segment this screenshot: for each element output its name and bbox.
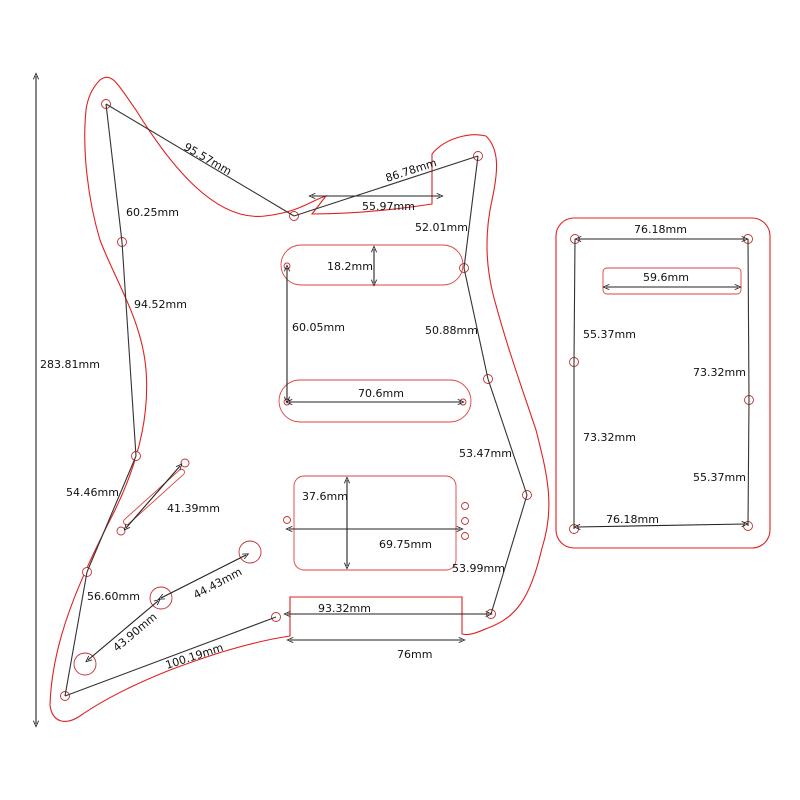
back-plate-dimension-labels: 76.18mm 59.6mm 55.37mm 73.32mm 73.32mm 5…	[583, 223, 746, 526]
hole-hum-r2	[461, 517, 469, 525]
bp-bottom-width: 76.18mm	[606, 513, 659, 526]
dim-43-90: 43.90mm	[111, 610, 160, 654]
dim-60-25: 60.25mm	[126, 206, 179, 219]
dim-56-60: 56.60mm	[87, 590, 140, 603]
dim-70-6: 70.6mm	[358, 387, 404, 400]
pickguard-outline	[49, 76, 550, 722]
dim-37-6: 37.6mm	[302, 490, 348, 503]
dim-55-97: 55.97mm	[362, 200, 415, 213]
bp-top-width: 76.18mm	[634, 223, 687, 236]
dim-94-52: 94.52mm	[134, 298, 187, 311]
pickup-route-humbucker	[293, 475, 457, 571]
hole-hum-left	[283, 516, 291, 524]
bp-right-lower: 55.37mm	[693, 471, 746, 484]
dim-69-75: 69.75mm	[379, 538, 432, 551]
bp-left-lower: 73.32mm	[583, 431, 636, 444]
dim-44-43: 44.43mm	[191, 565, 244, 601]
overall-height-label: 283.81mm	[40, 358, 100, 371]
back-plate-slot	[602, 267, 742, 295]
dim-53-47: 53.47mm	[459, 447, 512, 460]
back-plate-outline	[555, 217, 771, 549]
dim-86-78: 86.78mm	[384, 156, 438, 185]
hole-switch-top	[180, 458, 190, 468]
dim-52-01: 52.01mm	[415, 221, 468, 234]
dim-54-46: 54.46mm	[66, 486, 119, 499]
pot-hole-volume	[238, 540, 262, 564]
hole-hum-r1	[461, 502, 469, 510]
back-plate-dimensions	[573, 239, 750, 529]
dim-93-32: 93.32mm	[318, 602, 371, 615]
pickup-route-middle	[278, 379, 472, 423]
dim-100-19: 100.19mm	[164, 641, 225, 672]
bp-slot-width: 59.6mm	[643, 271, 689, 284]
dim-41-39: 41.39mm	[167, 502, 220, 515]
bp-left-upper: 55.37mm	[583, 328, 636, 341]
dim-53-99: 53.99mm	[452, 562, 505, 575]
dim-95-57: 95.57mm	[182, 140, 234, 178]
switch-slot	[123, 468, 185, 526]
hole-hum-r3	[461, 532, 469, 540]
dim-18-2: 18.2mm	[327, 260, 373, 273]
hole-switch-bottom	[116, 526, 126, 536]
dim-60-05: 60.05mm	[292, 321, 345, 334]
bp-right-upper: 73.32mm	[693, 366, 746, 379]
dim-50-88: 50.88mm	[425, 324, 478, 337]
dim-76: 76mm	[397, 648, 432, 661]
pickguard-dimensions	[64, 103, 528, 697]
